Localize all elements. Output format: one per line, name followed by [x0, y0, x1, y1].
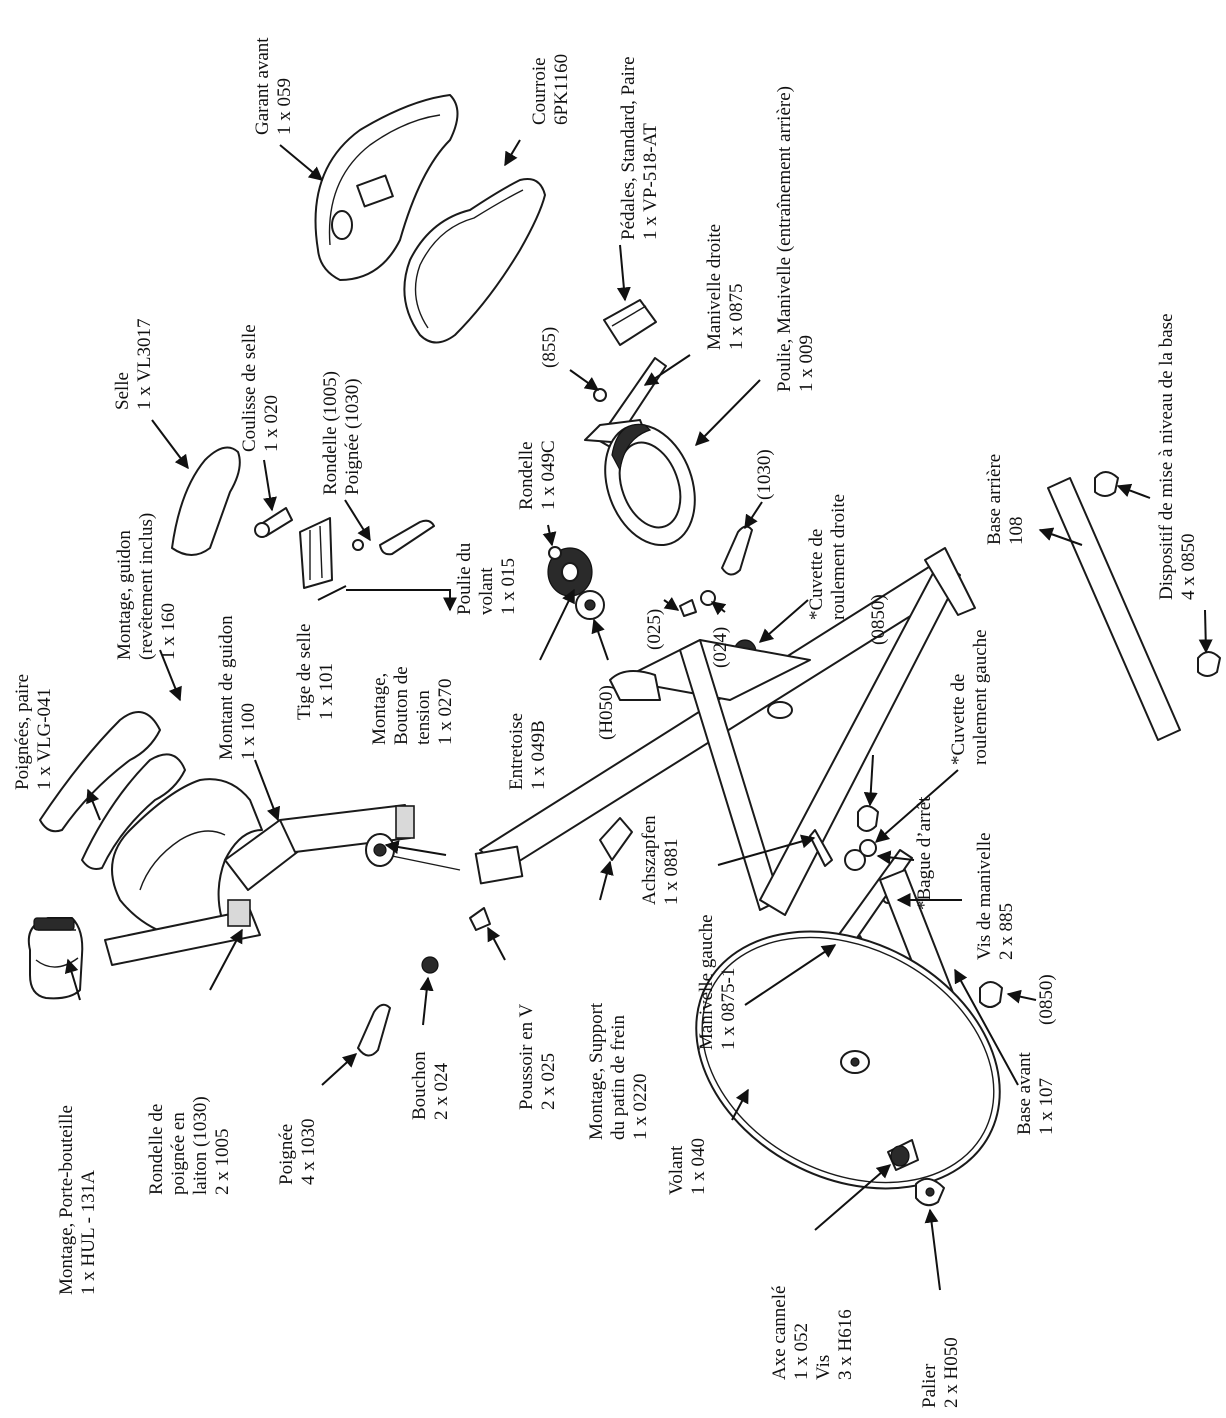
label-025: (025)	[644, 609, 665, 650]
label-brake-support: Montage, Support du patin de frein 1 x 0…	[586, 998, 651, 1140]
axle-pin-part	[809, 829, 833, 867]
label-leveler: Dispositif de mise à niveau de la base 4…	[1156, 309, 1199, 600]
bolt-855-part	[593, 388, 607, 402]
pedals-part	[603, 299, 657, 346]
label-left-cup: *Cuvette de roulement gauche	[948, 629, 991, 765]
label-washer-handle: Rondelle (1005) Poignée (1030)	[320, 366, 363, 495]
label-bearing: Palier 2 x H050	[919, 1337, 962, 1408]
label-flywheel-pulley: Poulie du volant 1 x 015	[454, 538, 519, 615]
main-frame-part	[474, 547, 976, 916]
label-axle-pin: Achszapfen 1 x 0881	[639, 811, 682, 905]
belt-part	[403, 178, 546, 344]
label-handle: Poignée 4 x 1030	[276, 1119, 319, 1186]
label-0850-bottom: (0850)	[1036, 974, 1057, 1025]
label-crank-screw: Vis de manivelle 2 x 885	[974, 828, 1017, 960]
crank-pulley-part	[604, 423, 696, 547]
brake-support-part	[599, 817, 633, 861]
handle-1030-right-part	[721, 525, 753, 576]
handlebar-post-part	[224, 804, 415, 891]
label-brass-washer: Rondelle de poignée en laiton (1030) 2 x…	[146, 1092, 233, 1195]
label-front-guard: Garant avant 1 x 059	[252, 33, 295, 135]
label-pulley-crank: Poulie, Manivelle (entraînement arrière)…	[774, 81, 817, 392]
handlebar-part	[104, 778, 263, 966]
rear-base-part	[1047, 471, 1221, 741]
label-1030: (1030)	[754, 449, 775, 500]
label-024: (024)	[710, 627, 731, 668]
label-handlebar-post: Montant de guidon 1 x 100	[216, 611, 259, 760]
label-belt: Courroie 6PK1160	[529, 53, 572, 125]
label-rear-base: Base arrière 108	[984, 449, 1027, 545]
handles-pair-part	[39, 711, 186, 870]
plug-part	[421, 956, 439, 974]
bearing-part	[915, 1177, 945, 1207]
left-bearing-cup-part	[844, 849, 866, 871]
leveler-0850-top-part	[857, 805, 879, 832]
washer-handle-part	[352, 519, 435, 556]
label-spacer: Entretoise 1 x 049B	[506, 708, 549, 790]
stop-ring-part	[859, 839, 877, 857]
v-pusher-part	[469, 907, 491, 931]
label-h050: (H050)	[596, 685, 617, 740]
bottle-holder-part	[27, 917, 84, 1000]
part-025	[679, 599, 697, 617]
seat-post-part	[299, 517, 333, 589]
label-flywheel: Volant 1 x 040	[666, 1138, 709, 1195]
label-pedals: Pédales, Standard, Paire 1 x VP-518-AT	[618, 52, 661, 240]
label-bottle-holder: Montage, Porte-bouteille 1 x HUL - 131A	[56, 1100, 99, 1295]
flywheel-part	[695, 930, 1001, 1190]
front-guard-part	[314, 94, 459, 281]
label-handles-pair: Poignées, paire 1 x VLG-041	[12, 669, 55, 790]
seat-slide-part	[254, 507, 293, 538]
label-855: (855)	[539, 327, 560, 368]
tension-knob-part	[365, 833, 461, 871]
label-v-pusher: Poussoir en V 2 x 025	[516, 999, 559, 1110]
label-front-base: Base avant 1 x 107	[1014, 1047, 1057, 1135]
label-0850-top: (0850)	[868, 594, 889, 645]
label-seat-slide: Coulisse de selle 1 x 020	[239, 320, 282, 452]
label-seat-post: Tige de selle 1 x 101	[294, 619, 337, 720]
label-tension-knob: Montage, Bouton de tension 1 x 0270	[369, 662, 456, 745]
seat-part	[171, 446, 241, 556]
label-washer-049c: Rondelle 1 x 049C	[516, 437, 559, 510]
label-seat: Selle 1 x VL3017	[112, 319, 155, 410]
label-right-cup: *Cuvette de roulement droite	[806, 494, 849, 620]
label-stop-ring: *Bague d’arrêt	[914, 796, 935, 910]
leveler-0850-bottom-part	[979, 981, 1003, 1008]
handle-1030-part	[357, 1003, 391, 1057]
label-plug: Bouchon 2 x 024	[409, 1047, 452, 1120]
leader-lines	[64, 139, 1213, 1291]
label-left-crank: Manivelle gauche 1 x 0875-1	[696, 910, 739, 1050]
label-right-crank: Manivelle droite 1 x 0875	[704, 219, 747, 350]
label-handlebar-assembly: Montage, guidon (revêtement inclus) 1 x …	[114, 508, 179, 660]
flywheel-pulley-part	[547, 546, 605, 620]
label-splined-axle: Axe cannelé 1 x 052 Vis 3 x H616	[769, 1281, 856, 1380]
splined-axle-part	[887, 1139, 919, 1171]
